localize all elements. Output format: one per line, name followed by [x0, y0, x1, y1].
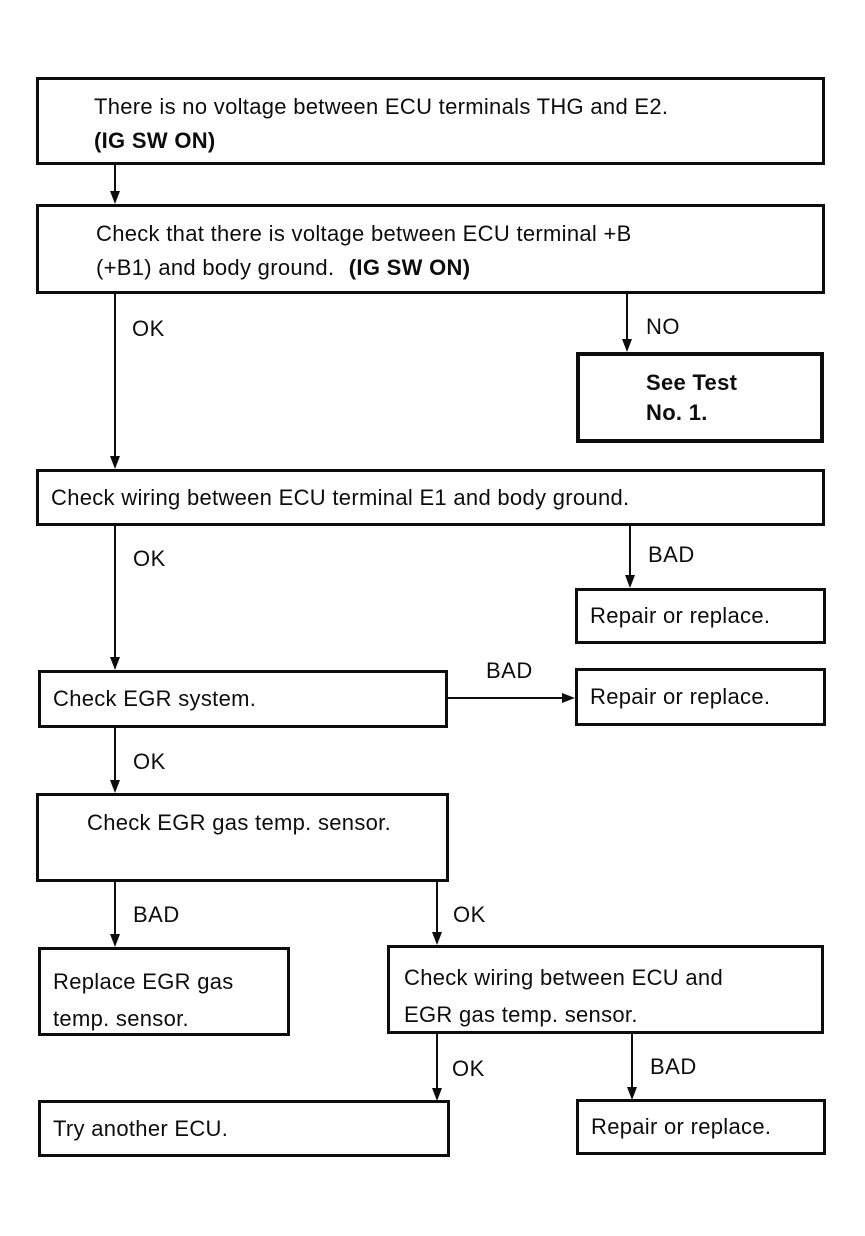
connector-egr-system-bad	[448, 697, 564, 699]
node-text-line: There is no voltage between ECU terminal…	[94, 94, 669, 119]
node-text-line: (IG SW ON)	[94, 128, 216, 153]
connector-wiring-sensor-bad	[631, 1034, 633, 1088]
node-check-egr-system: Check EGR system.	[38, 670, 448, 728]
edge-label-no: NO	[646, 314, 680, 339]
edge-label-ok: OK	[452, 1056, 485, 1081]
edge-label-bad: BAD	[133, 902, 180, 927]
node-text-line: No. 1.	[646, 399, 708, 425]
node-repair-c: Repair or replace.	[576, 1099, 826, 1155]
edge-label-ok: OK	[133, 546, 166, 571]
node-text-line: (+B1) and body ground. (IG SW ON)	[96, 251, 802, 285]
edge-label-bad: BAD	[486, 658, 533, 683]
node-see-test: See Test No. 1.	[576, 352, 824, 443]
node-text-line: Replace EGR gas	[53, 969, 234, 994]
arrowhead-down-icon	[622, 339, 632, 352]
arrowhead-down-icon	[110, 657, 120, 670]
node-text-line: Try another ECU.	[53, 1115, 229, 1141]
edge-label-ok: OK	[132, 316, 165, 341]
connector-problem-to-voltage	[114, 164, 116, 200]
node-text-line: EGR gas temp. sensor.	[404, 1002, 638, 1027]
node-text-line: Check wiring between ECU and	[404, 965, 723, 990]
node-text-line: Check that there is voltage between ECU …	[96, 221, 632, 246]
arrowhead-down-icon	[432, 932, 442, 945]
arrowhead-down-icon	[110, 456, 120, 469]
connector-voltage-ok	[114, 294, 116, 457]
arrowhead-down-icon	[110, 780, 120, 793]
node-text-line: Repair or replace.	[590, 603, 771, 628]
node-text-line: See Test	[646, 369, 738, 395]
node-text-line: temp. sensor.	[53, 1006, 189, 1031]
node-text-line: Repair or replace.	[590, 684, 771, 709]
node-text-segment-bold: (IG SW ON)	[348, 255, 471, 280]
edge-label-bad: BAD	[648, 542, 695, 567]
connector-wiring-e1-ok	[114, 526, 116, 658]
node-text-segment: (+B1) and body ground.	[96, 255, 335, 280]
arrowhead-right-icon	[562, 693, 575, 703]
arrowhead-down-icon	[432, 1088, 442, 1101]
connector-wiring-e1-bad	[629, 526, 631, 576]
node-check-wiring-sensor: Check wiring between ECU and EGR gas tem…	[387, 945, 824, 1034]
node-text-line: Repair or replace.	[591, 1114, 772, 1139]
node-text-line: Check EGR system.	[53, 686, 257, 711]
edge-label-ok: OK	[133, 749, 166, 774]
arrowhead-down-icon	[627, 1087, 637, 1100]
node-check-voltage: Check that there is voltage between ECU …	[36, 204, 825, 294]
arrowhead-down-icon	[625, 575, 635, 588]
connector-egr-system-ok	[114, 728, 116, 781]
edge-label-bad: BAD	[650, 1054, 697, 1079]
arrowhead-down-icon	[110, 934, 120, 947]
node-try-another-ecu: Try another ECU.	[38, 1100, 450, 1157]
node-repair-b: Repair or replace.	[575, 668, 826, 726]
connector-egr-sensor-ok	[436, 882, 438, 933]
node-repair-a: Repair or replace.	[575, 588, 826, 644]
connector-wiring-sensor-ok	[436, 1034, 438, 1089]
arrowhead-down-icon	[110, 191, 120, 204]
node-text-line: Check EGR gas temp. sensor.	[87, 810, 392, 835]
node-check-egr-sensor: Check EGR gas temp. sensor.	[36, 793, 449, 882]
node-text-line: Check wiring between ECU terminal E1 and…	[51, 484, 630, 510]
node-replace-sensor: Replace EGR gas temp. sensor.	[38, 947, 290, 1036]
connector-egr-sensor-bad	[114, 882, 116, 935]
node-problem-statement: There is no voltage between ECU terminal…	[36, 77, 825, 165]
node-check-wiring-e1: Check wiring between ECU terminal E1 and…	[36, 469, 825, 526]
edge-label-ok: OK	[453, 902, 486, 927]
connector-voltage-no	[626, 294, 628, 340]
